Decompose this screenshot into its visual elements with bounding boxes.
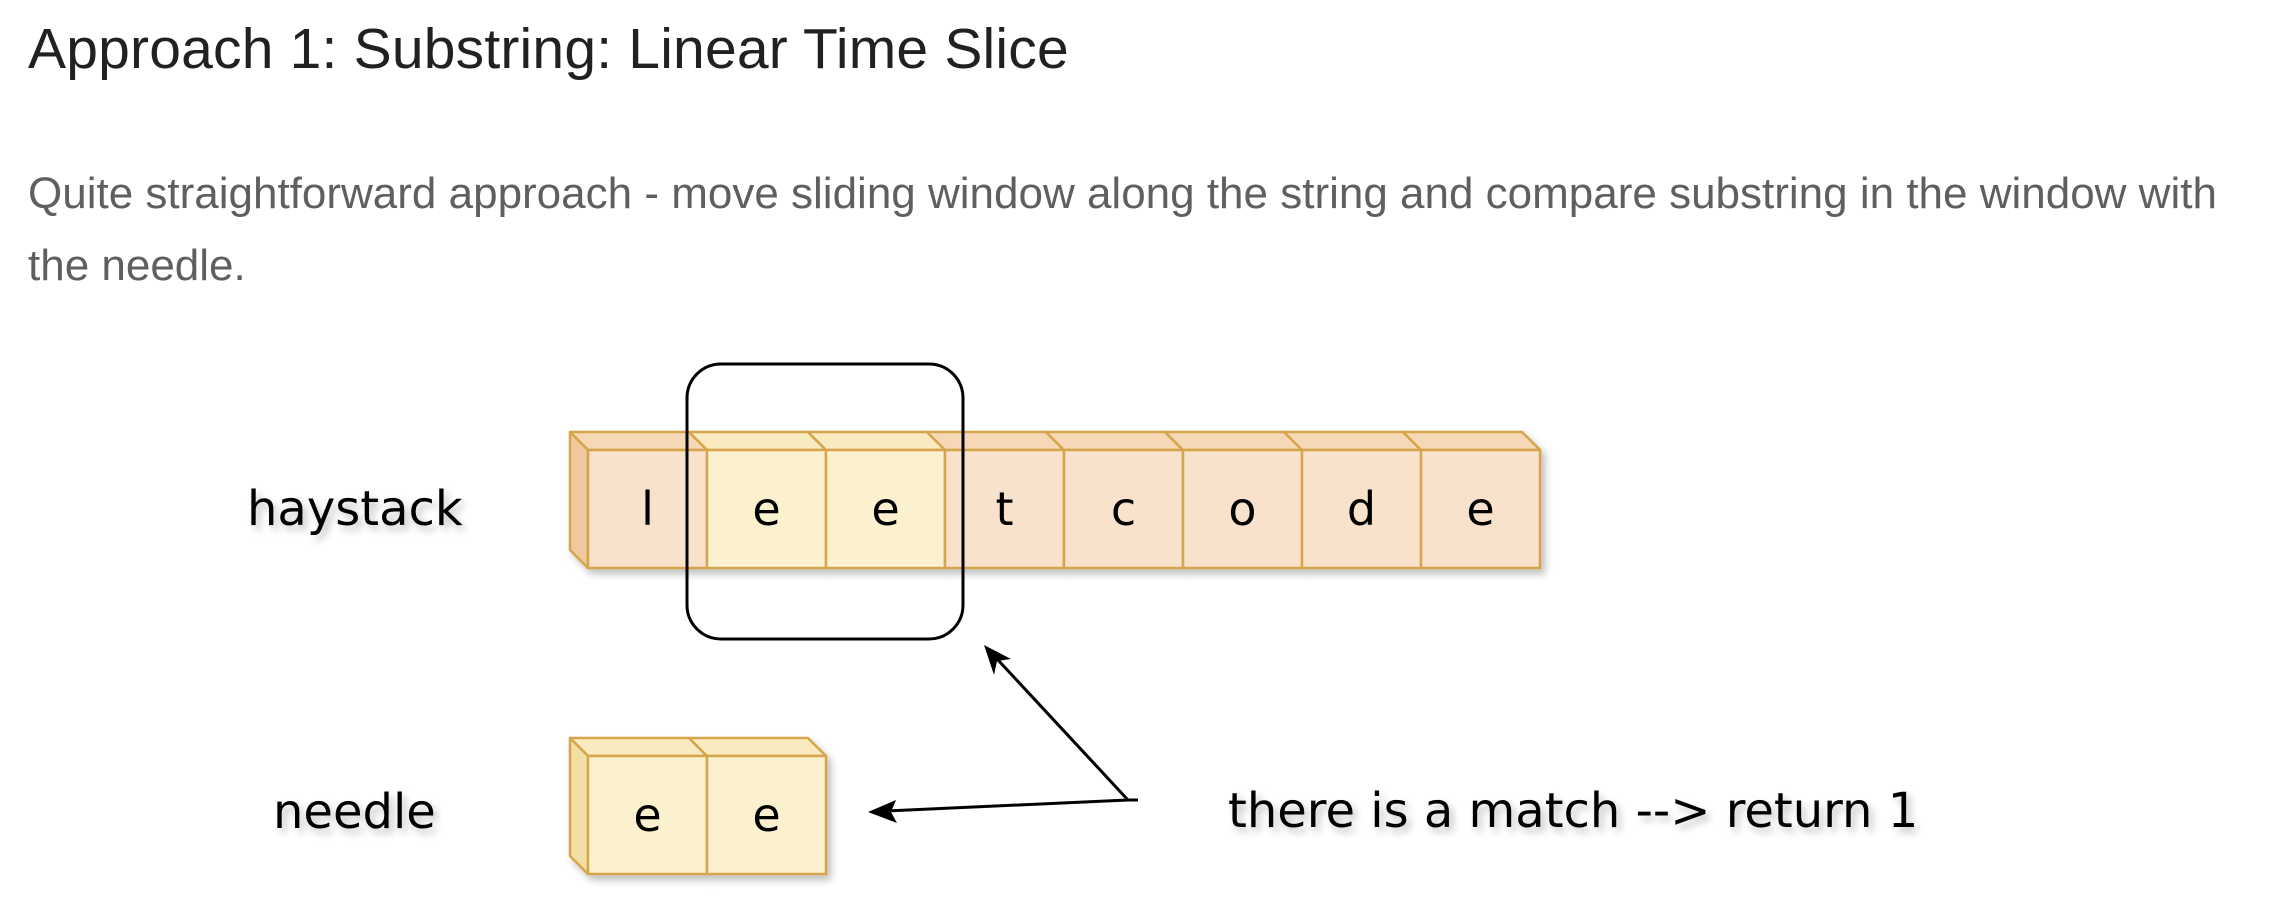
needle-cell-top: [687, 736, 828, 758]
haystack-cell-front: [705, 448, 828, 570]
haystack-cell-top: [1401, 430, 1542, 452]
haystack-cell-top: [1282, 430, 1423, 452]
haystack-cell: t: [925, 430, 1066, 570]
match-arrow: [868, 645, 1138, 823]
needle-cell-char: e: [752, 788, 780, 842]
haystack-cell-side: [568, 430, 590, 570]
sliding-window-frame: [685, 362, 965, 641]
haystack-cell-char: l: [641, 482, 654, 536]
haystack-cell: e: [687, 430, 828, 570]
approach-heading: Approach 1: Substring: Linear Time Slice: [28, 17, 1069, 81]
haystack-cell: e: [806, 430, 947, 570]
haystack-cell-char: t: [995, 482, 1013, 536]
arrow-head-up-icon: [984, 645, 1011, 675]
haystack-cell: e: [1401, 430, 1542, 570]
haystack-cell-char: e: [1466, 482, 1494, 536]
haystack-cell-top: [1044, 430, 1185, 452]
haystack-cell-char: o: [1228, 482, 1256, 536]
haystack-cell-char: e: [871, 482, 899, 536]
approach-description: Quite straightforward approach - move sl…: [28, 169, 2217, 290]
needle-cell-front: [705, 754, 828, 876]
match-result-label: there is a match --> return 1: [1228, 783, 1918, 839]
haystack-cell: o: [1163, 430, 1304, 570]
needle-cell: e: [568, 736, 709, 876]
needle-cell: e: [687, 736, 828, 876]
haystack-cell-top: [925, 430, 1066, 452]
needle-cell-char: e: [633, 788, 661, 842]
haystack-cell-top: [806, 430, 947, 452]
haystack-cell-char: c: [1111, 482, 1136, 536]
haystack-cell-front: [1062, 448, 1185, 570]
haystack-cell-front: [824, 448, 947, 570]
haystack-cell: d: [1282, 430, 1423, 570]
needle-cell-side: [568, 736, 590, 876]
article: Approach 1: Substring: Linear Time Slice…: [28, 0, 2268, 908]
needle-cell-top: [568, 736, 709, 758]
haystack-cell-char: d: [1347, 482, 1376, 536]
needle-cell-front: [586, 754, 709, 876]
haystack-label: haystack: [247, 481, 463, 537]
haystack-cell-front: [1419, 448, 1542, 570]
haystack-cell-top: [687, 430, 828, 452]
haystack-cell: c: [1044, 430, 1185, 570]
arrow-head-left-icon: [868, 800, 897, 823]
haystack-cell-top: [1163, 430, 1304, 452]
haystack-cell-front: [1181, 448, 1304, 570]
needle-label: needle: [273, 784, 436, 840]
haystack-cell-front: [1300, 448, 1423, 570]
haystack-cell-char: e: [752, 482, 780, 536]
